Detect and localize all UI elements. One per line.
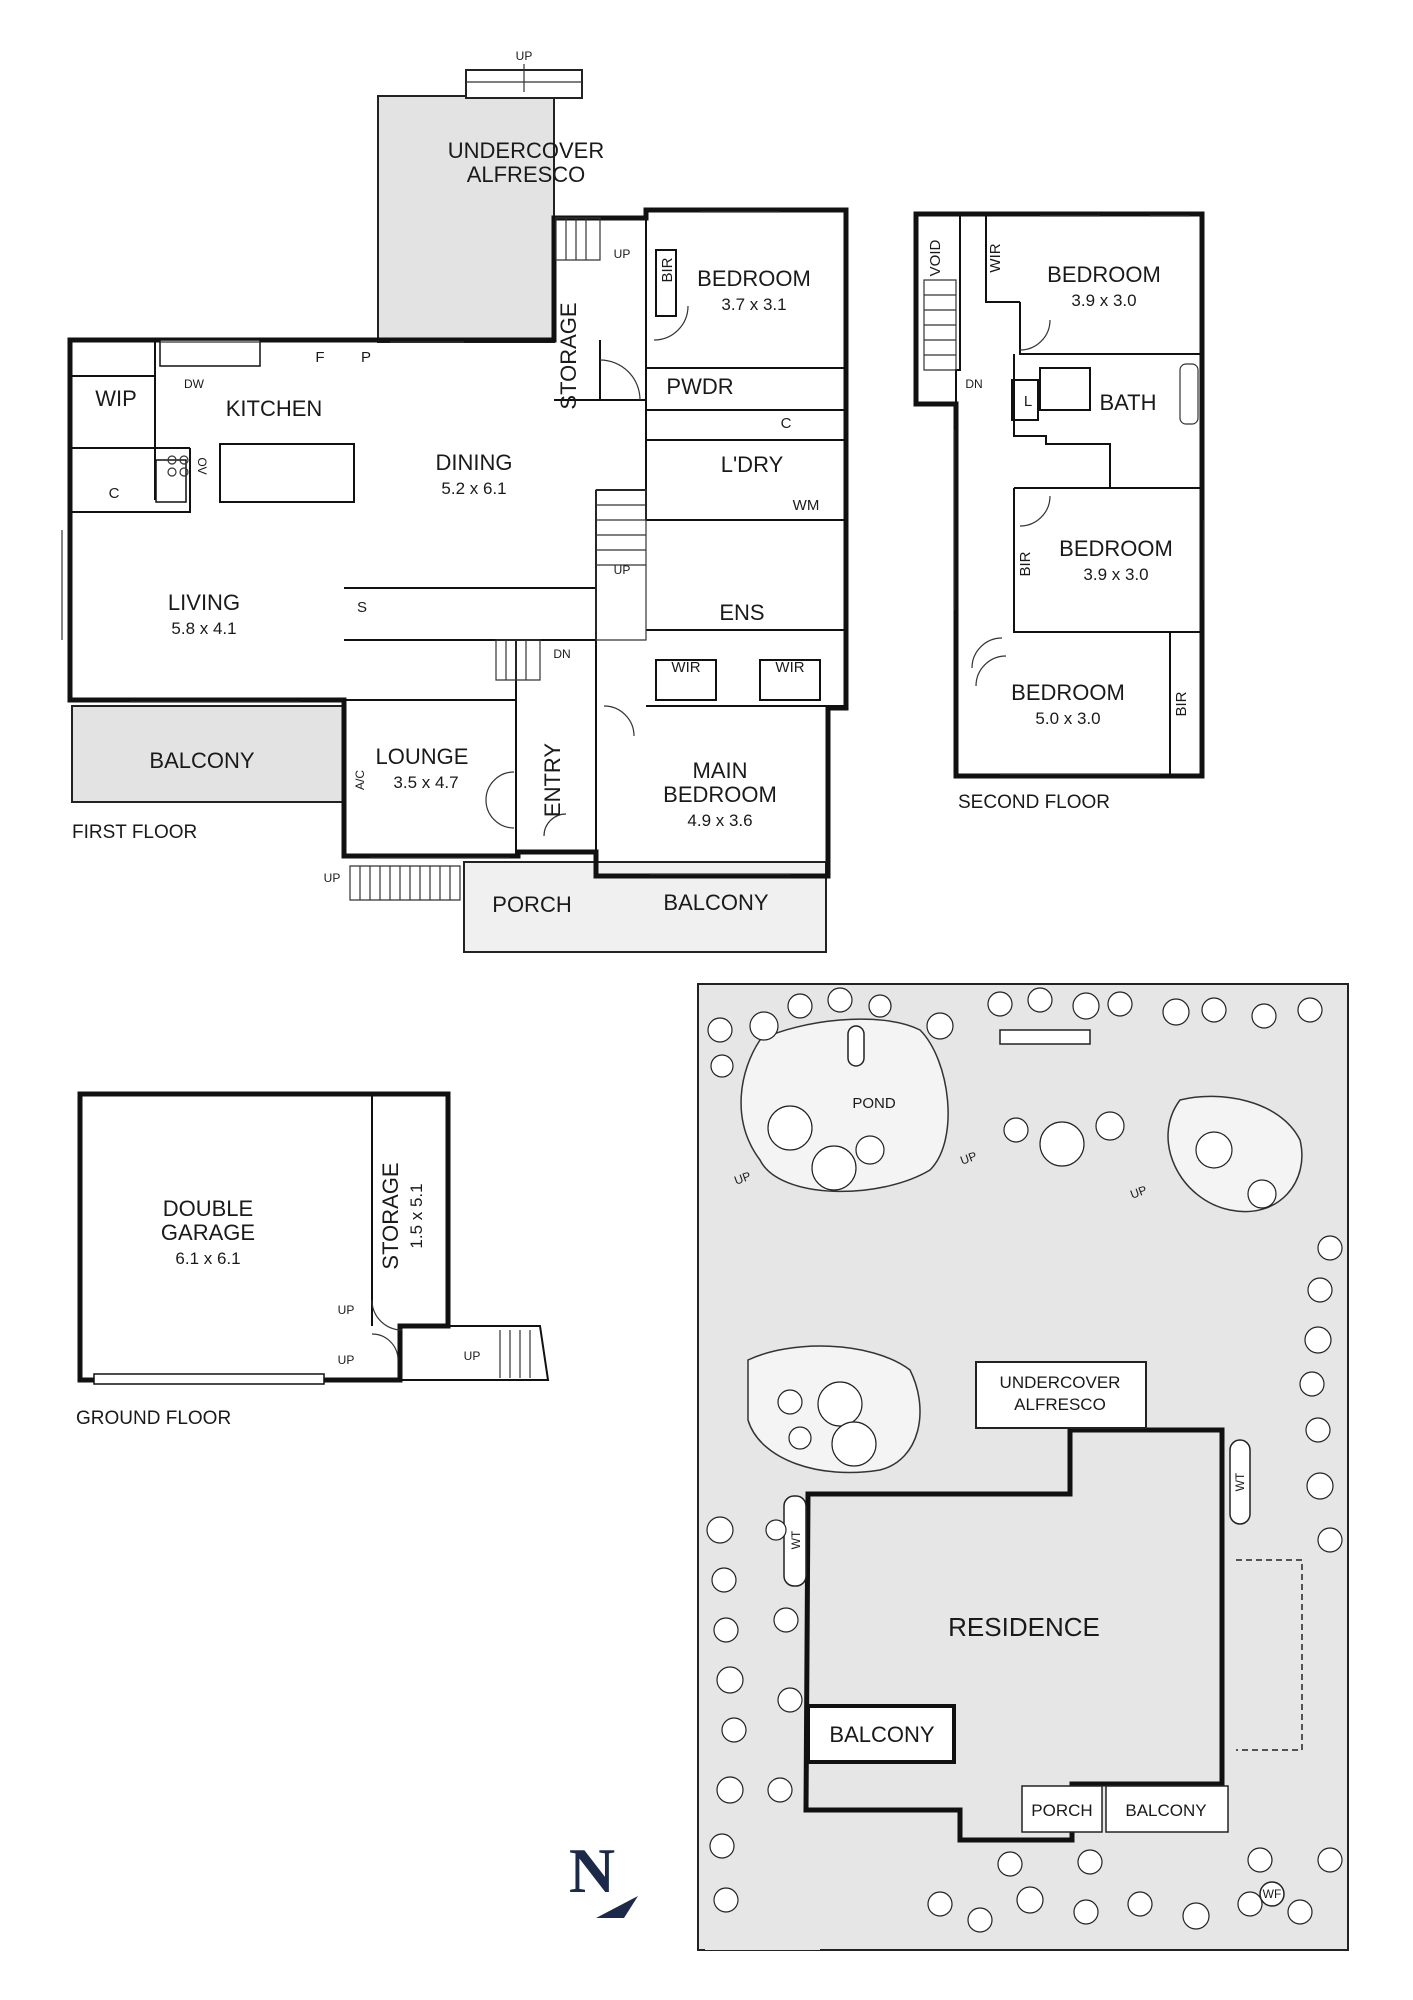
alfresco-label-2: ALFRESCO bbox=[467, 162, 586, 187]
bedroom-2-dim: 3.9 x 3.0 bbox=[1083, 565, 1148, 584]
up-mark-lounge: UP bbox=[324, 871, 341, 885]
up-mark-storage: UP bbox=[614, 247, 631, 261]
site-balcony-west-label: BALCONY bbox=[829, 1722, 934, 1747]
bedroom-3-label: BEDROOM bbox=[1011, 680, 1125, 705]
void-label: VOID bbox=[927, 240, 944, 277]
dining-dim: 5.2 x 6.1 bbox=[441, 479, 506, 498]
bir-mark: BIR bbox=[659, 257, 676, 282]
bedroom-1-label: BEDROOM bbox=[1047, 262, 1161, 287]
up-mark-alfresco: UP bbox=[516, 49, 533, 63]
up-mark-site-1: UP bbox=[732, 1169, 752, 1188]
up-mark-dining: UP bbox=[614, 563, 631, 577]
site-porch-label: PORCH bbox=[1031, 1801, 1092, 1820]
bedroom-3-dim: 5.0 x 3.0 bbox=[1035, 709, 1100, 728]
second-floor-plan: VOID WIR BEDROOM 3.9 x 3.0 BATH L DN BED… bbox=[913, 211, 1205, 813]
main-bedroom-dim: 4.9 x 3.6 bbox=[687, 811, 752, 830]
water-tank-mark-2: WT bbox=[1233, 1472, 1247, 1491]
site-alfresco-label-1: UNDERCOVER bbox=[1000, 1373, 1121, 1392]
pwdr-label: PWDR bbox=[666, 374, 733, 399]
second-floor-caption: SECOND FLOOR bbox=[958, 792, 1110, 813]
dishwasher-mark: DW bbox=[184, 377, 205, 391]
dining-label: DINING bbox=[436, 450, 513, 475]
storage-ground-label: STORAGE bbox=[378, 1162, 403, 1269]
bedroom-2-label: BEDROOM bbox=[1059, 536, 1173, 561]
garage-dim: 6.1 x 6.1 bbox=[175, 1249, 240, 1268]
north-letter: N bbox=[569, 1835, 615, 1906]
water-tank-mark-1: WT bbox=[789, 1530, 803, 1549]
first-floor-plan: UNDERCOVER ALFRESCO KITCHEN WIP DINING 5… bbox=[61, 49, 1007, 953]
up-mark-ground-3: UP bbox=[464, 1349, 481, 1363]
site-alfresco-label-2: ALFRESCO bbox=[1014, 1395, 1106, 1414]
first-floor-caption: FIRST FLOOR bbox=[72, 822, 197, 843]
porch-label: PORCH bbox=[492, 892, 571, 917]
wir-mark-1: WIR bbox=[671, 659, 700, 676]
bedroom-label: BEDROOM bbox=[697, 266, 811, 291]
bir-mark-upper-2: BIR bbox=[1173, 691, 1190, 716]
ens-label: ENS bbox=[719, 600, 764, 625]
dn-mark: DN bbox=[553, 647, 570, 661]
garage-label-2: GARAGE bbox=[161, 1220, 255, 1245]
bedroom-dim: 3.7 x 3.1 bbox=[721, 295, 786, 314]
garage-label-1: DOUBLE bbox=[163, 1196, 253, 1221]
pond-label: POND bbox=[852, 1095, 896, 1112]
alfresco-label-1: UNDERCOVER bbox=[448, 138, 604, 163]
cupboard-mark-kitchen: C bbox=[109, 485, 120, 502]
main-bedroom-label-2: BEDROOM bbox=[663, 782, 777, 807]
oven-mark: OV bbox=[195, 457, 209, 474]
storage-label: STORAGE bbox=[556, 302, 581, 409]
water-feature-mark: WF bbox=[1263, 1887, 1282, 1901]
bath-label: BATH bbox=[1099, 390, 1156, 415]
balcony-west-label: BALCONY bbox=[149, 748, 254, 773]
up-mark-site-2: UP bbox=[958, 1149, 978, 1168]
pantry-mark: P bbox=[361, 349, 371, 366]
bir-mark-upper-1: BIR bbox=[1017, 551, 1034, 576]
ground-floor-plan: DOUBLE GARAGE 6.1 x 6.1 STORAGE 1.5 x 5.… bbox=[76, 1091, 550, 1429]
washing-machine-mark: WM bbox=[793, 497, 820, 514]
lounge-label: LOUNGE bbox=[376, 744, 469, 769]
wip-label: WIP bbox=[95, 386, 137, 411]
up-mark-site-3: UP bbox=[1128, 1183, 1148, 1202]
north-arrow-icon bbox=[596, 1896, 638, 1918]
site-balcony-east-label: BALCONY bbox=[1125, 1801, 1206, 1820]
residence-label: RESIDENCE bbox=[948, 1612, 1100, 1642]
living-dim: 5.8 x 4.1 bbox=[171, 619, 236, 638]
dn-mark-upper: DN bbox=[965, 377, 982, 391]
north-compass: N bbox=[569, 1835, 638, 1918]
living-label: LIVING bbox=[168, 590, 240, 615]
wir-mark-2: WIR bbox=[775, 659, 804, 676]
aircon-mark: A/C bbox=[353, 770, 367, 790]
entry-label: ENTRY bbox=[540, 743, 565, 817]
bedroom-1-dim: 3.9 x 3.0 bbox=[1071, 291, 1136, 310]
kitchen-label: KITCHEN bbox=[226, 396, 323, 421]
storage-s-mark: S bbox=[357, 599, 367, 616]
wir-label-upper: WIR bbox=[987, 243, 1004, 272]
linen-mark: L bbox=[1024, 393, 1032, 410]
storage-ground-dim: 1.5 x 5.1 bbox=[407, 1183, 426, 1248]
main-bedroom-label-1: MAIN bbox=[693, 758, 748, 783]
up-mark-ground-1: UP bbox=[338, 1303, 355, 1317]
site-plan: POND UP UP UP UNDERCOVER ALFRESCO RESIDE… bbox=[697, 983, 1349, 1951]
lounge-dim: 3.5 x 4.7 bbox=[393, 773, 458, 792]
ground-floor-caption: GROUND FLOOR bbox=[76, 1408, 231, 1429]
up-mark-ground-2: UP bbox=[338, 1353, 355, 1367]
ldry-label: L'DRY bbox=[721, 452, 784, 477]
cupboard-mark-laundry: C bbox=[781, 415, 792, 432]
fridge-mark: F bbox=[315, 349, 324, 366]
balcony-east-label: BALCONY bbox=[663, 890, 768, 915]
